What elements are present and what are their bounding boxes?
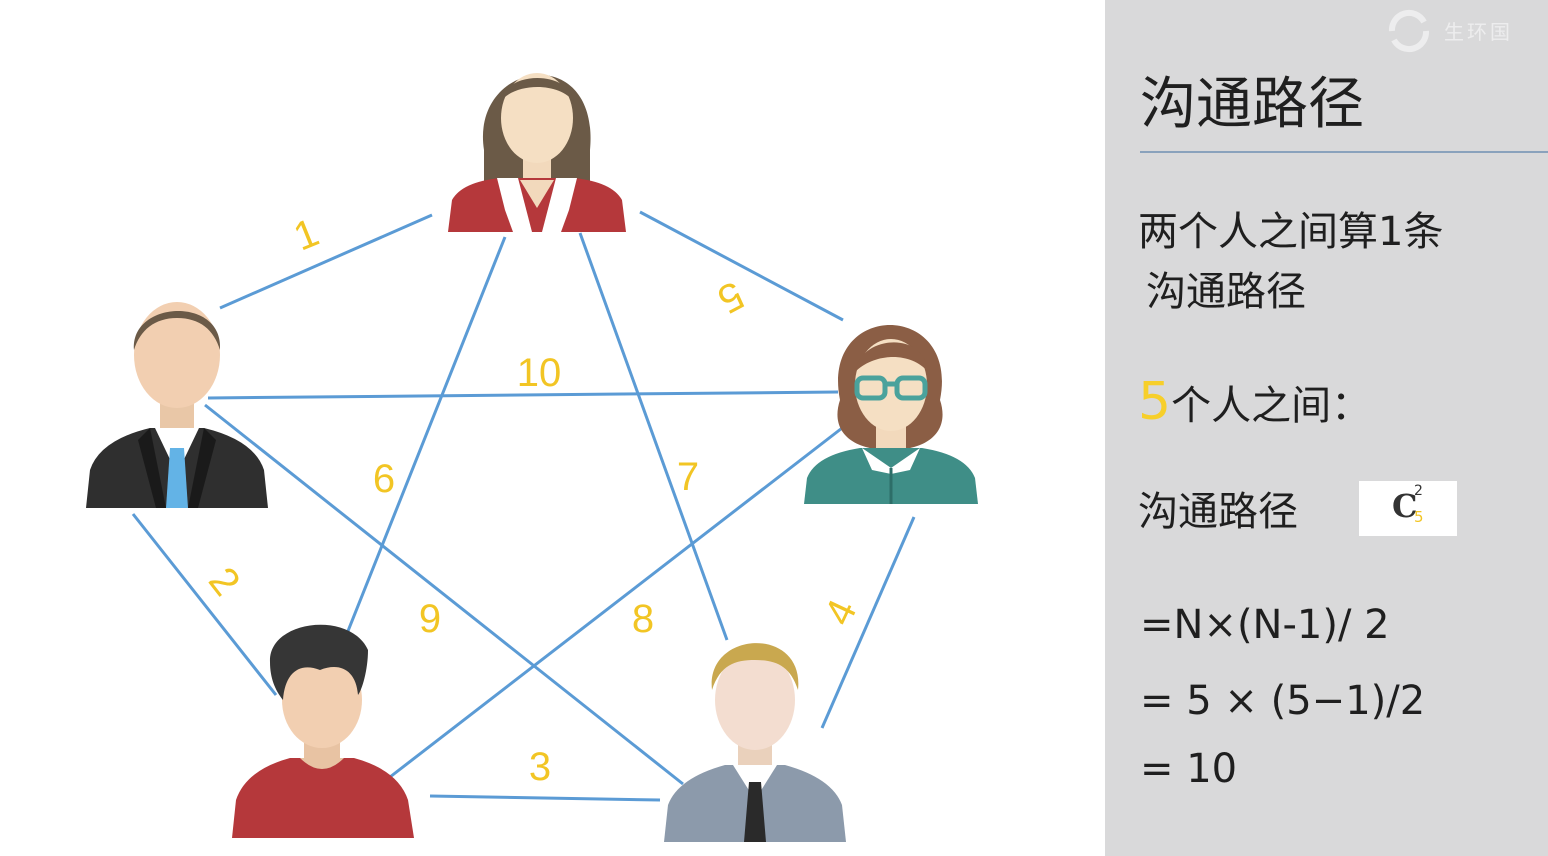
edge-label-7: 7 <box>677 455 699 499</box>
rule-line-1: 两个人之间算1条 <box>1138 209 1444 255</box>
combination-subscript: 5 <box>1414 508 1424 526</box>
edge-label-1: 1 <box>288 210 325 259</box>
combination-superscript: 2 <box>1414 483 1423 499</box>
edge-10 <box>207 390 839 400</box>
edge-label-3: 3 <box>529 745 551 789</box>
count-text: 个人之间： <box>1171 383 1372 429</box>
edge-2 <box>131 513 278 696</box>
edge-label-9: 9 <box>419 597 441 641</box>
count-line: 5个人之间： <box>1138 372 1372 432</box>
edge-9 <box>204 403 684 786</box>
edge-label-5: 5 <box>710 272 750 321</box>
communication-network-diagram: 1 2 3 4 5 6 7 8 9 10 <box>86 73 978 842</box>
person-man-bottom-right-icon <box>664 643 846 842</box>
rule-line-2: 沟通路径 <box>1146 269 1306 315</box>
watermark-logo-icon <box>1388 9 1430 53</box>
title-divider <box>1140 151 1548 153</box>
explanation-panel <box>1105 0 1548 856</box>
formula-label: 沟通路径 <box>1138 489 1298 535</box>
person-woman-top-icon <box>448 73 626 232</box>
edge-label-6: 6 <box>373 457 395 501</box>
edge-label-8: 8 <box>632 597 654 641</box>
combination-formula: C 2 5 <box>1359 481 1457 536</box>
edge-label-2: 2 <box>200 559 248 604</box>
edge-7 <box>578 232 729 641</box>
count-number: 5 <box>1138 372 1172 432</box>
edge-5 <box>639 210 844 322</box>
person-man-left-icon <box>86 302 268 508</box>
edge-label-4: 4 <box>816 593 865 632</box>
edge-6 <box>344 236 507 637</box>
edge-4 <box>820 516 916 729</box>
panel-title: 沟通路径 <box>1140 72 1364 137</box>
combination-letter: C <box>1392 487 1418 525</box>
person-woman-glasses-icon <box>804 325 978 504</box>
edge-8 <box>389 423 847 779</box>
equation-2: = 5 × (5−1)/2 <box>1140 678 1426 724</box>
watermark-text: 生环国 <box>1444 20 1513 44</box>
edges <box>131 210 916 802</box>
equation-3: = 10 <box>1140 746 1238 792</box>
person-man-bottom-left-icon <box>232 624 414 838</box>
edge-3 <box>429 794 661 802</box>
edge-label-10: 10 <box>517 351 562 395</box>
equation-1: =N×(N-1)/ 2 <box>1140 602 1390 648</box>
watermark: 生环国 <box>1382 6 1542 56</box>
edge-1 <box>219 213 433 310</box>
